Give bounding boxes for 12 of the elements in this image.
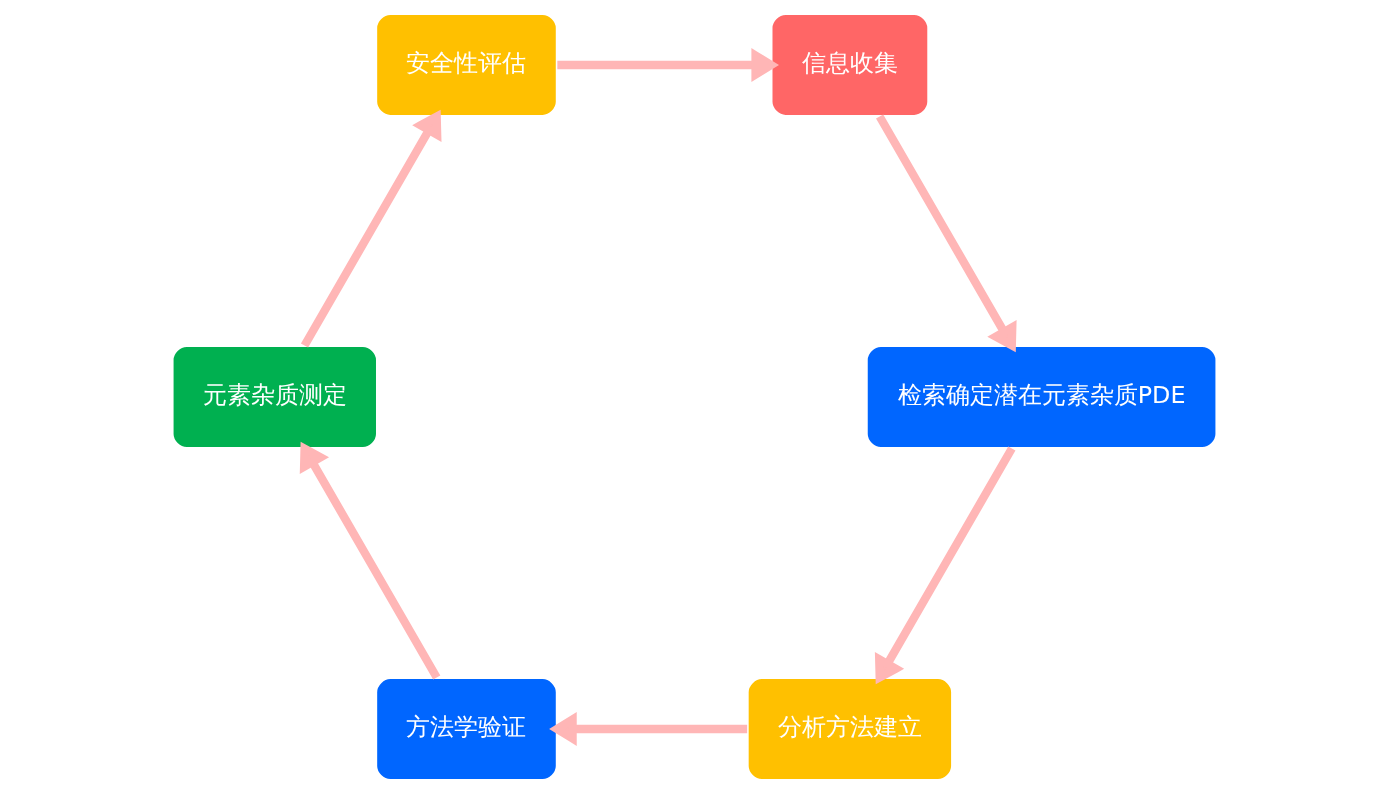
arrow <box>875 113 1017 352</box>
node-box: 检索确定潜在元素杂质PDE <box>864 344 1218 449</box>
node-box: 方法学验证 <box>374 676 558 781</box>
arrow <box>300 109 441 348</box>
arrow <box>299 441 440 680</box>
arrow <box>556 47 779 82</box>
node-box: 安全性评估 <box>374 12 558 117</box>
node-box: 分析方法建立 <box>745 676 953 781</box>
arrow <box>874 445 1015 684</box>
arrow <box>548 711 747 746</box>
node-box: 元素杂质测定 <box>170 344 378 449</box>
node-box: 信息收集 <box>769 12 930 117</box>
